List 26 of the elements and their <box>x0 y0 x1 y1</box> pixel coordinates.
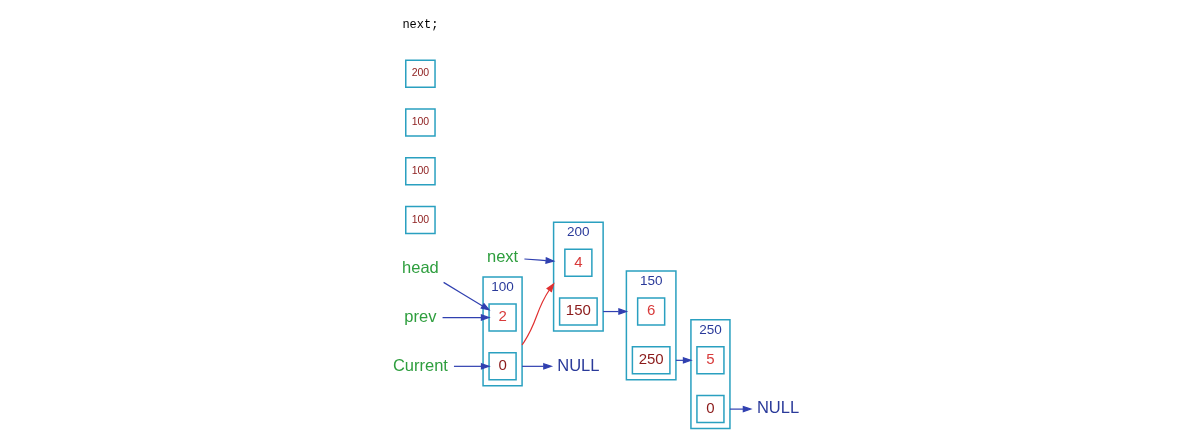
node-text: NULL <box>756 398 799 417</box>
node-box: 100 <box>404 156 436 186</box>
node-box: 200 <box>404 59 436 88</box>
node-text: NULL <box>556 355 599 374</box>
node-box: 150 <box>558 297 598 326</box>
arrow <box>452 362 491 370</box>
arrow <box>521 362 553 370</box>
arrow <box>728 405 753 413</box>
node-box: 0 <box>695 394 725 424</box>
arrow <box>523 257 555 264</box>
node-box: 100 <box>404 108 436 137</box>
label: next; <box>401 17 438 32</box>
node-box: 0 <box>487 352 517 381</box>
node-box: 6 <box>636 297 665 326</box>
node-box: 2 <box>487 303 517 332</box>
node-box: 100 <box>404 205 436 235</box>
arrow <box>441 314 491 322</box>
node-text: Current <box>392 355 448 374</box>
node-box: 4 <box>563 248 593 278</box>
node-box: 5 <box>695 346 725 375</box>
node-text: prev <box>403 306 436 325</box>
node-box: 250 <box>631 346 671 375</box>
node-text: next <box>486 246 518 265</box>
arrow <box>521 282 555 346</box>
node-text: head <box>401 257 439 276</box>
arrow <box>442 281 491 311</box>
